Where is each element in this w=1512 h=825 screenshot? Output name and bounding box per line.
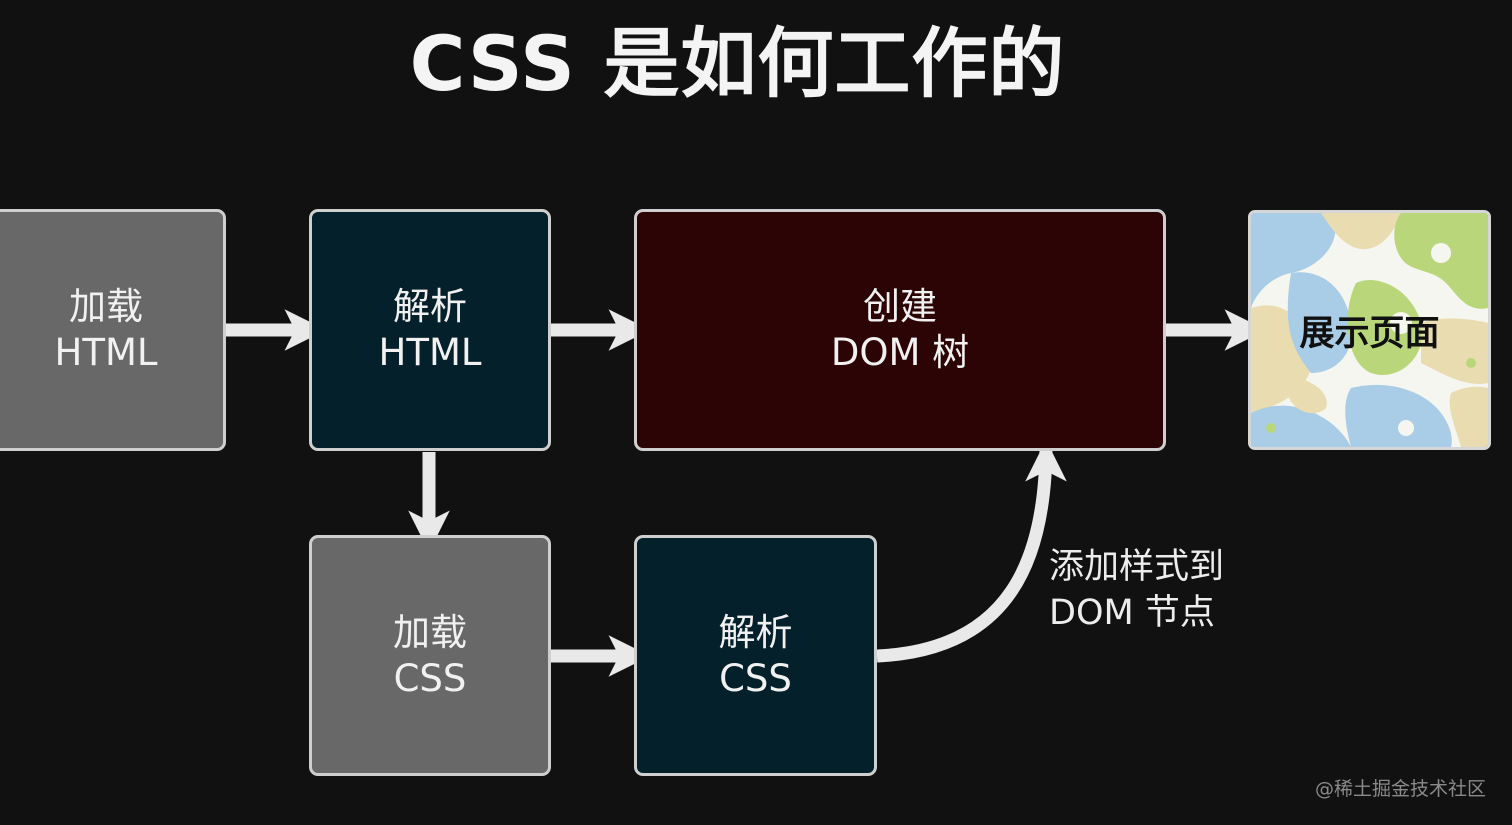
node-parse-html-line1: 解析	[393, 285, 467, 328]
node-load-html-line2: HTML	[54, 331, 158, 374]
edge-label-line2: DOM 节点	[1049, 593, 1215, 633]
node-load-css-line2: CSS	[393, 656, 467, 700]
node-parse-css: 解析 CSS	[634, 535, 877, 776]
node-create-dom-line2: DOM 树	[830, 331, 970, 374]
node-show-page-label: 展示页面	[1299, 313, 1440, 354]
node-parse-css-line1: 解析	[718, 610, 793, 654]
edge-label-line1: 添加样式到	[1049, 547, 1225, 587]
node-create-dom: 创建 DOM 树	[634, 209, 1166, 451]
arrow-parse-css-to-create-dom	[876, 439, 1067, 663]
node-parse-html-line2: HTML	[378, 331, 482, 374]
node-load-html: 加载 HTML	[0, 209, 226, 451]
node-parse-css-line2: CSS	[719, 656, 792, 700]
node-load-css-line1: 加载	[393, 610, 467, 654]
watermark: @稀土掘金技术社区	[1314, 778, 1486, 800]
edge-label-add-styles: 添加样式到 DOM 节点	[1049, 544, 1224, 636]
page-pattern-image	[1251, 213, 1488, 447]
node-load-html-line1: 加载	[69, 285, 143, 328]
node-parse-html: 解析 HTML	[309, 209, 551, 451]
page-title: CSS 是如何工作的	[409, 19, 1066, 108]
node-create-dom-line1: 创建	[863, 285, 937, 328]
node-show-page: 展示页面	[1248, 210, 1491, 450]
node-load-css: 加载 CSS	[309, 535, 551, 776]
